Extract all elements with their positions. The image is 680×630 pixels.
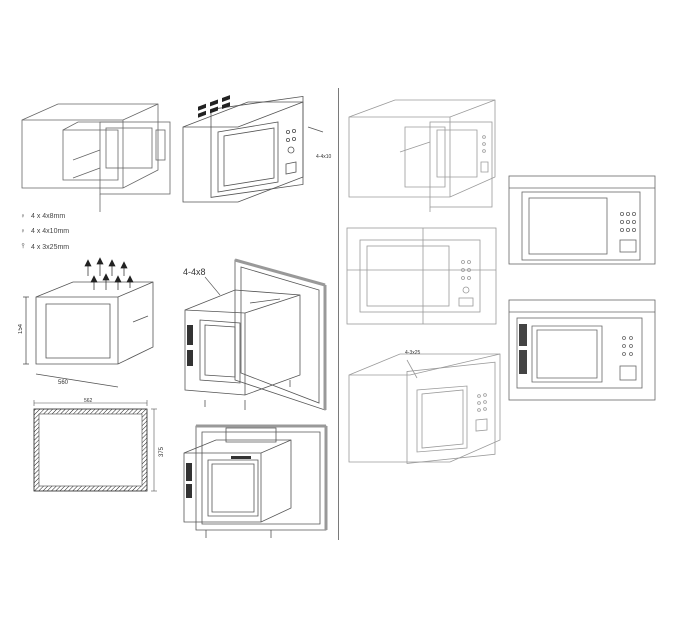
legend-item-1: ♀ 4 x 4x8mm (20, 213, 65, 220)
legend-text-3: 4 x 3x25mm (31, 243, 70, 251)
fig-microwave-inserted (183, 424, 328, 538)
legend-text-2: 4 x 4x10mm (31, 228, 70, 235)
screw-flat-icon: ♀ (20, 228, 26, 235)
fig-right-installed: 4-3x25 (348, 350, 501, 464)
label-screw-top: 4-4x8 (183, 267, 206, 277)
legend-text-1: 4 x 4x8mm (31, 213, 66, 220)
fig-right-alignment (346, 227, 497, 325)
fig-right-insertion (508, 299, 656, 401)
label-screw-right: 4-3x25 (405, 350, 421, 356)
label-dim-width: 560 (58, 380, 69, 386)
wood-screw-icon: ⫯ (21, 243, 25, 250)
fig-cutout-frame: 562 375 (33, 398, 165, 492)
label-dim-height: 154 (18, 323, 24, 334)
vent-arrows (84, 257, 134, 290)
fig-cabinet-dimensions: 154 560 (18, 257, 154, 388)
label-screw-left: 4-4x10 (316, 154, 332, 160)
screw-round-icon: ♀ (20, 213, 26, 220)
legend-item-3: ⫯ 4 x 3x25mm (20, 243, 69, 251)
fig-frame-mounting: 4-4x8 (183, 258, 327, 411)
column-divider (338, 88, 339, 540)
label-cutout-height: 375 (159, 446, 165, 457)
legend-item-2: ♀ 4 x 4x10mm (20, 228, 69, 235)
fig-cabinet-slide-in (21, 103, 171, 212)
fig-right-cabinet-slide (348, 99, 496, 212)
fig-microwave-with-frame: 4-4x10 (182, 95, 332, 203)
label-cutout-width: 562 (84, 398, 93, 404)
fig-right-front-view (508, 175, 656, 265)
